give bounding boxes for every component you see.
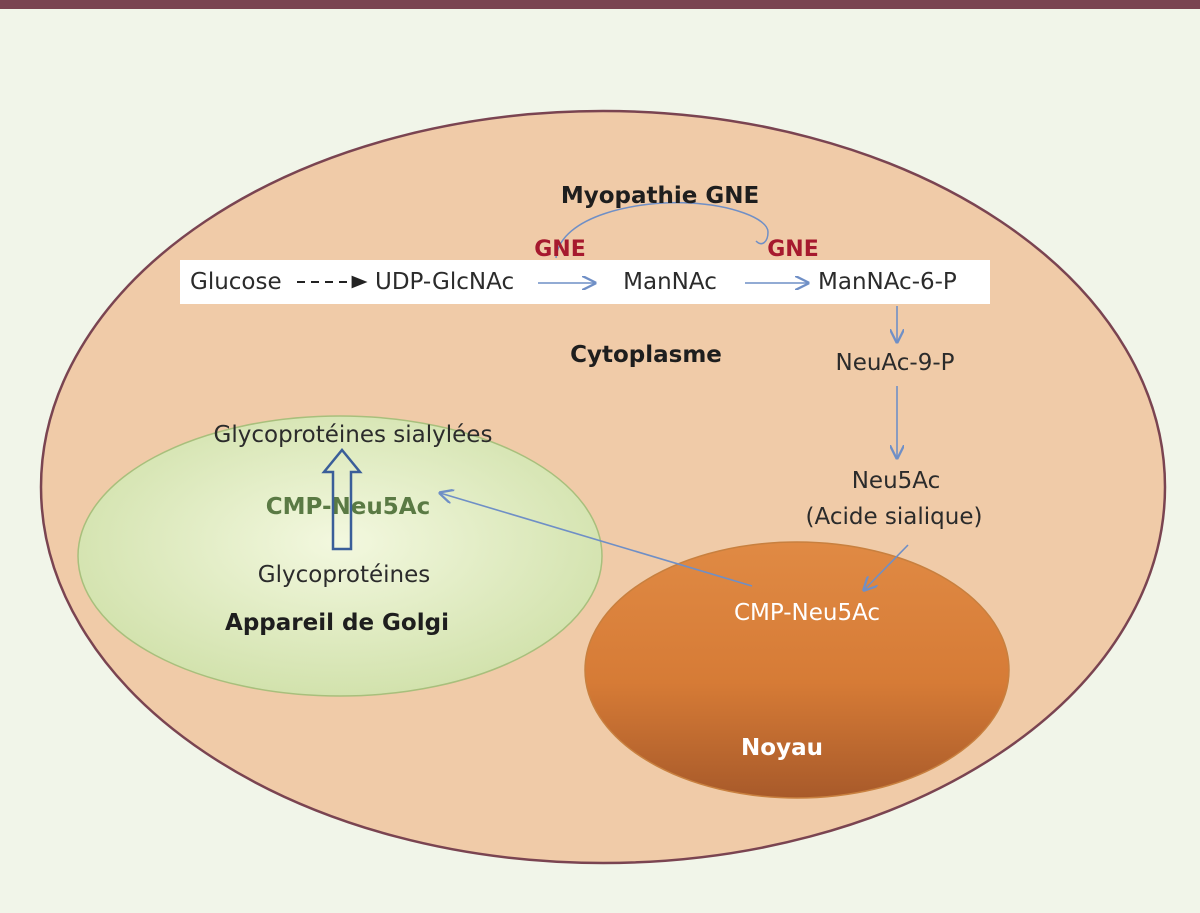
- gne-enzyme-2: GNE: [767, 237, 819, 262]
- nucleus-label: Noyau: [741, 735, 823, 761]
- cmp-neu5ac-nucleus-label: CMP-Neu5Ac: [734, 600, 880, 626]
- neuac-9p-label: NeuAc-9-P: [835, 350, 954, 376]
- mannac-label: ManNAc: [623, 269, 717, 295]
- golgi-label: Appareil de Golgi: [225, 610, 449, 636]
- glucose-label: Glucose: [190, 269, 282, 295]
- golgi-up-arrow: [321, 448, 363, 551]
- neu5ac-label: Neu5Ac: [852, 468, 941, 494]
- udp-glcnac-label: UDP-GlcNAc: [375, 269, 514, 295]
- acide-sialique-label: (Acide sialique): [806, 504, 983, 530]
- arrow-nucleus-to-golgi: [440, 493, 753, 587]
- disease-label: Myopathie GNE: [561, 183, 759, 209]
- sialylated-glycoproteins-label: Glycoprotéines sialylées: [214, 422, 493, 448]
- golgi-apparatus: [77, 415, 603, 697]
- cytoplasm-label: Cytoplasme: [570, 342, 722, 368]
- cmp-neu5ac-golgi-label: CMP-Neu5Ac: [266, 494, 430, 520]
- gne-arc: [555, 201, 769, 259]
- top-bar: [0, 0, 1200, 9]
- mannac-6p-label: ManNAc-6-P: [818, 269, 957, 295]
- nucleus: [584, 541, 1010, 799]
- arrow-to-cmp-neu5ac-nucleus: [864, 544, 909, 590]
- gne-enzyme-1: GNE: [534, 237, 586, 262]
- glycoproteins-label: Glycoprotéines: [258, 562, 430, 588]
